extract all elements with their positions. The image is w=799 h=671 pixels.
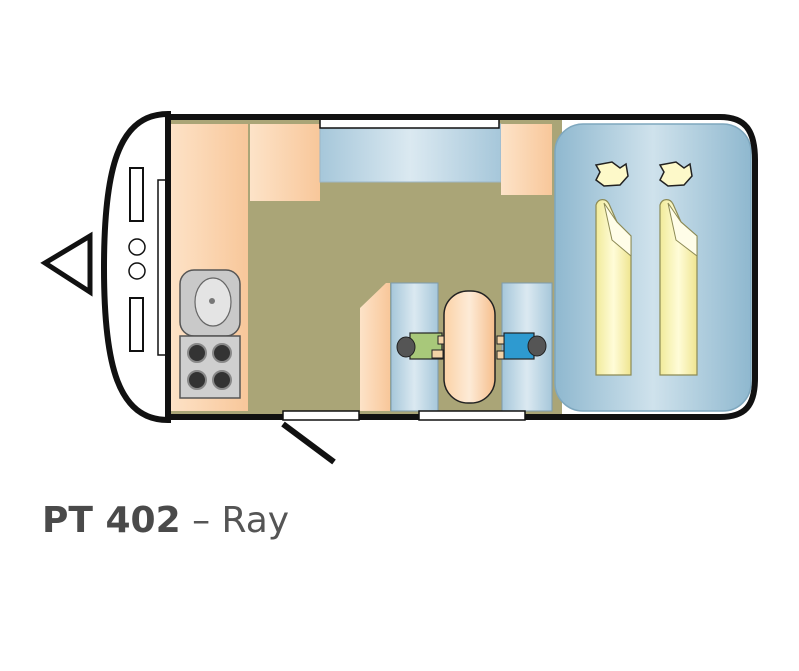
front-window-bottom [129, 297, 144, 352]
tow-hitch-icon [40, 231, 93, 297]
side-cabinet [501, 124, 552, 195]
hob-burner-2 [212, 343, 232, 363]
body-outline [168, 114, 758, 420]
bed-turndown-left [603, 202, 632, 258]
caption-separator: – [180, 500, 222, 541]
side-window [319, 118, 500, 129]
wardrobe [250, 124, 320, 201]
front-locker [157, 179, 167, 356]
pillow-icon [594, 161, 629, 187]
model-number: PT 402 [42, 500, 181, 541]
front-vent-2 [128, 262, 146, 280]
person-icon [396, 332, 445, 360]
bed-turndown-right [667, 202, 698, 258]
layout-name: Ray [221, 500, 290, 541]
caravan-floorplan [40, 110, 758, 465]
corner-unit [360, 283, 390, 411]
dinette-table [443, 290, 496, 404]
door-opening [282, 410, 360, 421]
sink-drain [209, 298, 215, 304]
front-vent-1 [128, 238, 146, 256]
side-window-bottom [418, 410, 526, 421]
hob-burner-1 [187, 343, 207, 363]
hob-icon [179, 335, 241, 399]
hob-burner-4 [212, 370, 232, 390]
person-icon [496, 332, 547, 360]
hob-burner-3 [187, 370, 207, 390]
rear-bed [554, 123, 752, 412]
side-sofa [319, 123, 502, 183]
layout-caption: PT 402 – Ray [42, 497, 289, 545]
front-window-top [129, 167, 144, 222]
door-icon [281, 421, 336, 465]
pillow-icon [658, 161, 693, 187]
